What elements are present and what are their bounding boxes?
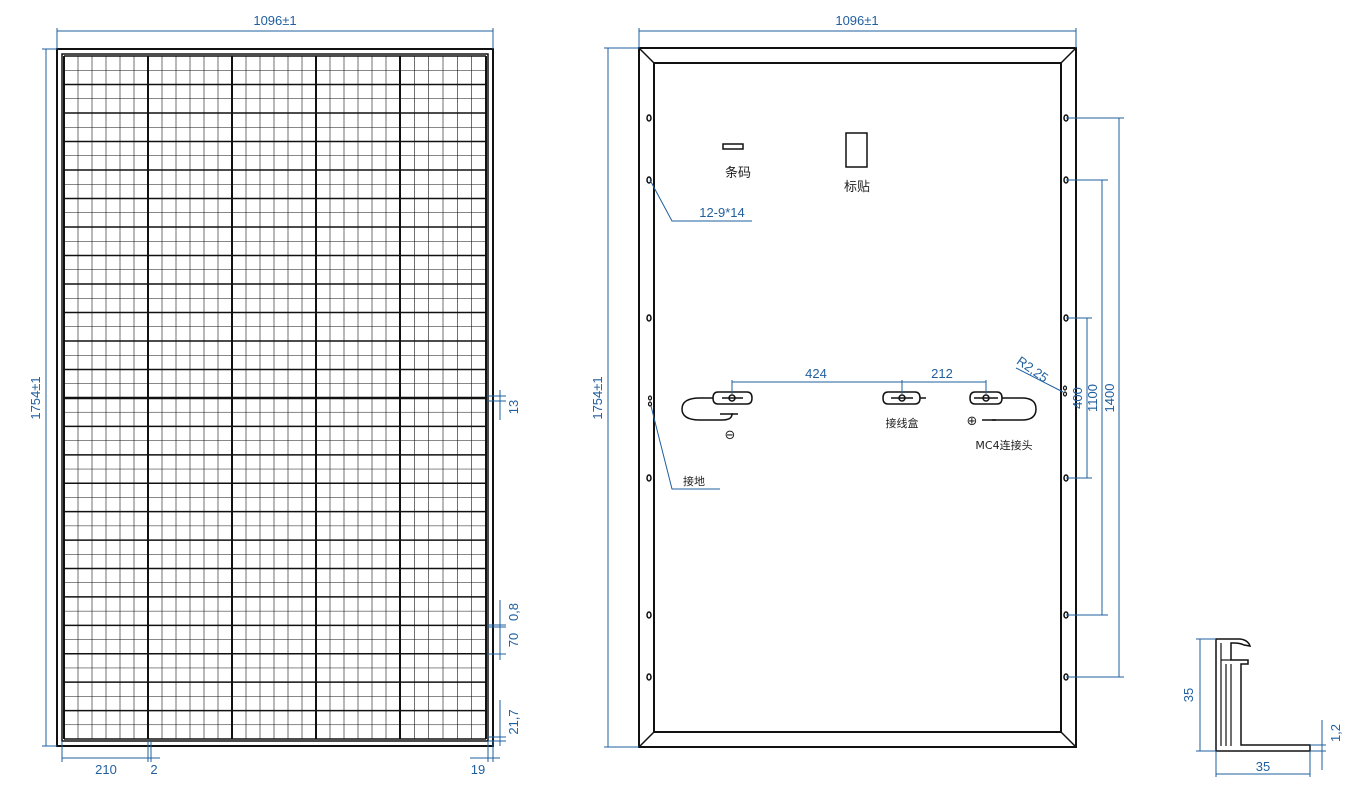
back-height-dim: 1754±1 — [590, 376, 605, 419]
junction-box-center: 接线盒 — [882, 391, 926, 430]
front-frame-inner — [61, 53, 489, 742]
mounting-holes-right — [1062, 114, 1069, 681]
barcode-label: 条码 — [725, 165, 751, 181]
back-frame-inner — [653, 62, 1062, 733]
front-dim-70: 70 — [506, 633, 521, 647]
mounting-holes-left — [646, 114, 653, 681]
front-dim-0-8: 0,8 — [506, 603, 521, 621]
front-width-dim: 1096±1 — [253, 13, 296, 28]
dim-212: 212 — [931, 366, 953, 381]
back-view: 1096±1 1754±1 条码 标贴 — [590, 13, 1124, 748]
dim-424: 424 — [805, 366, 827, 381]
front-dim-19: 19 — [471, 762, 485, 777]
barcode-marker — [722, 143, 744, 150]
junction-box-left: ⊖ — [681, 391, 753, 443]
junction-box-right: ⊕ MC4连接头 — [967, 391, 1037, 452]
frame-section: 35 35 1,2 — [1181, 638, 1343, 777]
front-dim-210: 210 — [95, 762, 117, 777]
radius-label: R2,25 — [1014, 353, 1051, 385]
section-thickness-dim: 1,2 — [1328, 724, 1343, 742]
plus-symbol: ⊕ — [967, 414, 978, 429]
frame-profile — [1215, 638, 1311, 752]
sticker-marker — [845, 132, 868, 168]
hole-callout: 12-9*14 — [699, 205, 745, 220]
back-frame-outer — [638, 47, 1077, 748]
connector-label: MC4连接头 — [975, 439, 1032, 452]
section-height-dim: 35 — [1181, 688, 1196, 702]
front-dim-21-7: 21,7 — [506, 709, 521, 734]
junction-box-label: 接线盒 — [886, 416, 919, 430]
cell-grid — [63, 55, 487, 740]
front-dim-13: 13 — [506, 400, 521, 414]
dim-1100: 1100 — [1085, 384, 1100, 412]
front-view: 1096±1 1754±1 13 0,8 70 21,7 210 2 19 — [28, 13, 521, 777]
sticker-label: 标贴 — [844, 180, 870, 195]
front-height-dim: 1754±1 — [28, 376, 43, 419]
front-dim-2: 2 — [150, 762, 157, 777]
dim-400: 400 — [1070, 387, 1085, 409]
ground-label: 接地 — [683, 475, 705, 488]
front-frame-outer — [56, 48, 494, 747]
section-width-dim: 35 — [1256, 759, 1270, 774]
minus-symbol: ⊖ — [725, 428, 736, 443]
back-width-dim: 1096±1 — [835, 13, 878, 28]
dim-1400: 1400 — [1102, 384, 1117, 413]
